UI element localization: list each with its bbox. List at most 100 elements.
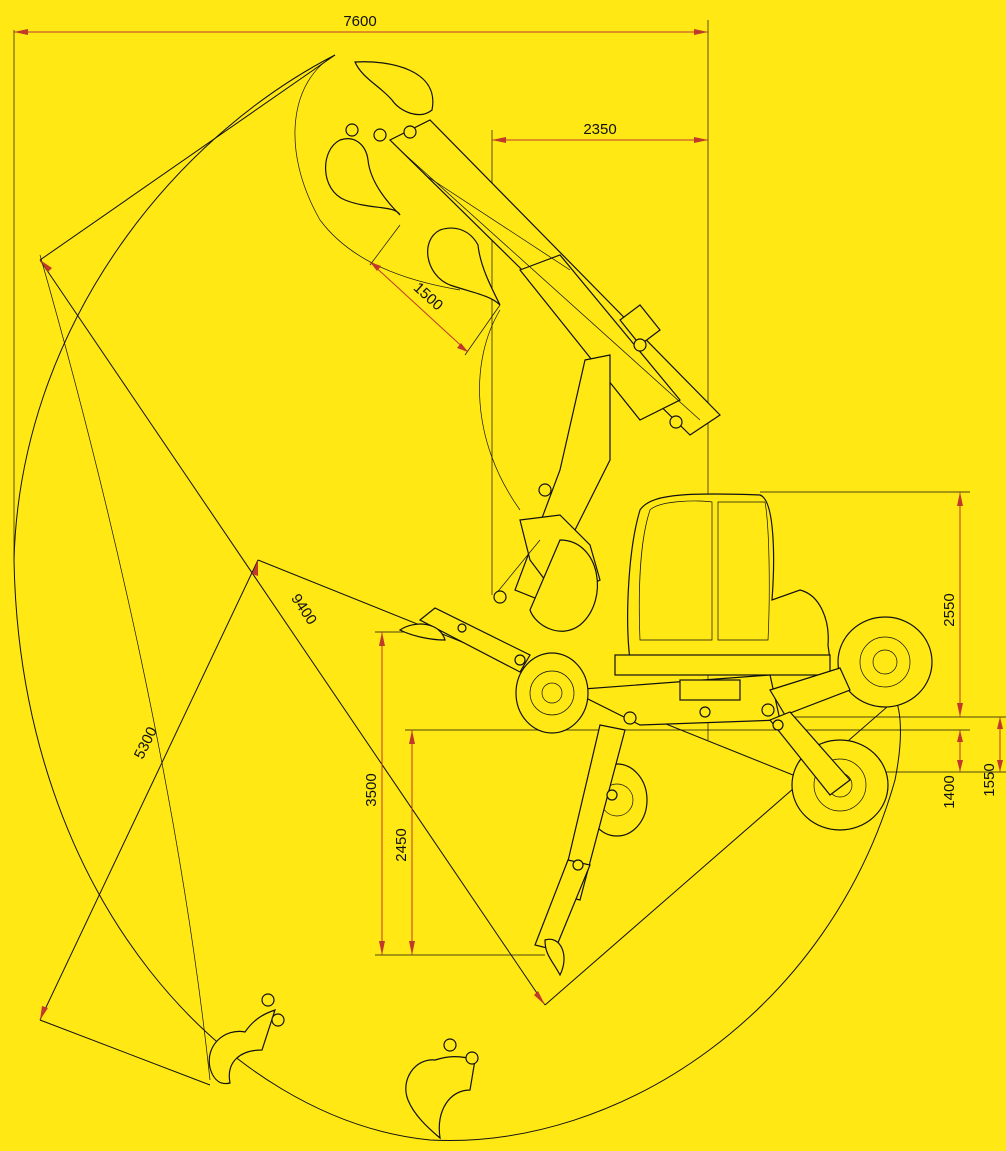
dim-label-2450: 2450	[393, 828, 410, 861]
radius-line-bottom	[39, 1019, 211, 1086]
extension-line-1500-b	[464, 304, 501, 356]
pin	[699, 706, 711, 718]
pin	[623, 711, 637, 725]
dim-arrow	[370, 262, 381, 271]
dim-arrow	[997, 717, 1003, 729]
pin	[261, 993, 275, 1007]
leg-tooth	[544, 938, 565, 977]
bucket-upper-a	[354, 61, 434, 115]
boom-cylinder	[424, 174, 571, 271]
dim-arrow	[409, 941, 415, 955]
dim-arrow	[957, 492, 963, 506]
left-foot	[398, 623, 446, 641]
pin	[538, 483, 552, 497]
cab-window-side	[717, 501, 770, 641]
dim-label-1550: 1550	[981, 763, 998, 796]
rear-arm-upper	[769, 667, 851, 716]
dim-arrow	[457, 343, 468, 352]
bottom-buckets	[208, 993, 479, 1140]
chassis	[567, 674, 781, 726]
bucket-lower	[529, 539, 598, 632]
wheel-hub	[529, 670, 575, 716]
dig-arc	[39, 254, 211, 1081]
dim-label-7600: 7600	[343, 13, 376, 30]
dim-arrow	[492, 137, 506, 143]
pin	[772, 719, 784, 731]
pin	[606, 789, 618, 801]
pin	[457, 623, 467, 633]
upper-envelope-arc	[13, 54, 336, 561]
dim-label-2550: 2550	[941, 593, 958, 626]
cab	[614, 493, 831, 676]
dimension-lines	[14, 29, 1003, 1020]
dim-arrow	[997, 760, 1003, 772]
pin	[403, 125, 417, 139]
dim-arrow	[957, 703, 963, 717]
excavator-drawing	[208, 61, 933, 1140]
wheel-center	[541, 682, 563, 704]
pin	[493, 590, 507, 604]
pin	[572, 859, 584, 871]
pin	[373, 128, 387, 142]
radius-line-top	[39, 54, 336, 261]
dim-label-2350: 2350	[583, 121, 616, 138]
pin	[271, 1013, 285, 1027]
wheel-hub	[813, 758, 867, 812]
inner-arc	[479, 309, 521, 511]
bucket-curl-arc	[294, 54, 461, 291]
dim-arrow	[14, 29, 28, 35]
left-arm	[418, 607, 531, 673]
lower-boom	[493, 354, 611, 632]
dim-arrow	[957, 760, 963, 772]
dim-arrow	[694, 29, 708, 35]
cab-body	[627, 493, 831, 661]
bucket-upper-b	[325, 138, 401, 216]
dim-arrow	[957, 730, 963, 742]
pin	[669, 415, 683, 429]
reach-envelope	[13, 54, 901, 1141]
extension-line-1500-a	[369, 224, 401, 266]
wheel-rear-upper	[837, 616, 933, 708]
front-lower-leg	[534, 724, 626, 977]
dim-arrow	[379, 941, 385, 955]
chassis-tread	[679, 679, 741, 701]
upper-boom	[345, 119, 721, 436]
pin	[345, 123, 359, 137]
dim-arrow	[379, 632, 385, 646]
boom-bracket	[619, 304, 661, 346]
bucket-mid	[427, 227, 501, 306]
dim-label-3500: 3500	[363, 773, 380, 806]
boom-link	[494, 539, 541, 596]
dim-label-1400: 1400	[941, 775, 958, 808]
wheel-hub	[859, 636, 911, 688]
pin	[514, 654, 526, 666]
outer-envelope-arc	[13, 559, 901, 1141]
boom-edge	[399, 149, 701, 421]
cab-base	[614, 654, 831, 676]
dim-arrow	[534, 991, 545, 1005]
dim-line-1500	[369, 261, 469, 353]
left-leg	[398, 607, 531, 673]
dim-arrow	[40, 260, 52, 272]
dim-arrow	[409, 730, 415, 744]
pin	[443, 1038, 457, 1052]
wheel-center	[872, 649, 898, 675]
pin	[633, 338, 647, 352]
wheel-front	[515, 652, 589, 734]
dim-arrow	[40, 1006, 48, 1020]
radius-line-5300	[39, 559, 259, 1021]
cab-window-front	[638, 500, 713, 641]
bucket-bottom-right	[405, 1056, 476, 1140]
rear-leg	[769, 667, 851, 796]
upper-bucket	[325, 61, 501, 306]
bucket-bottom-left	[208, 1009, 276, 1085]
rear-arm-lower	[769, 711, 851, 796]
dim-arrow	[252, 560, 258, 576]
pin	[465, 1051, 479, 1065]
leg-lower-upper	[559, 724, 626, 901]
radius-line-9400	[39, 259, 546, 1006]
dim-arrow	[694, 137, 708, 143]
